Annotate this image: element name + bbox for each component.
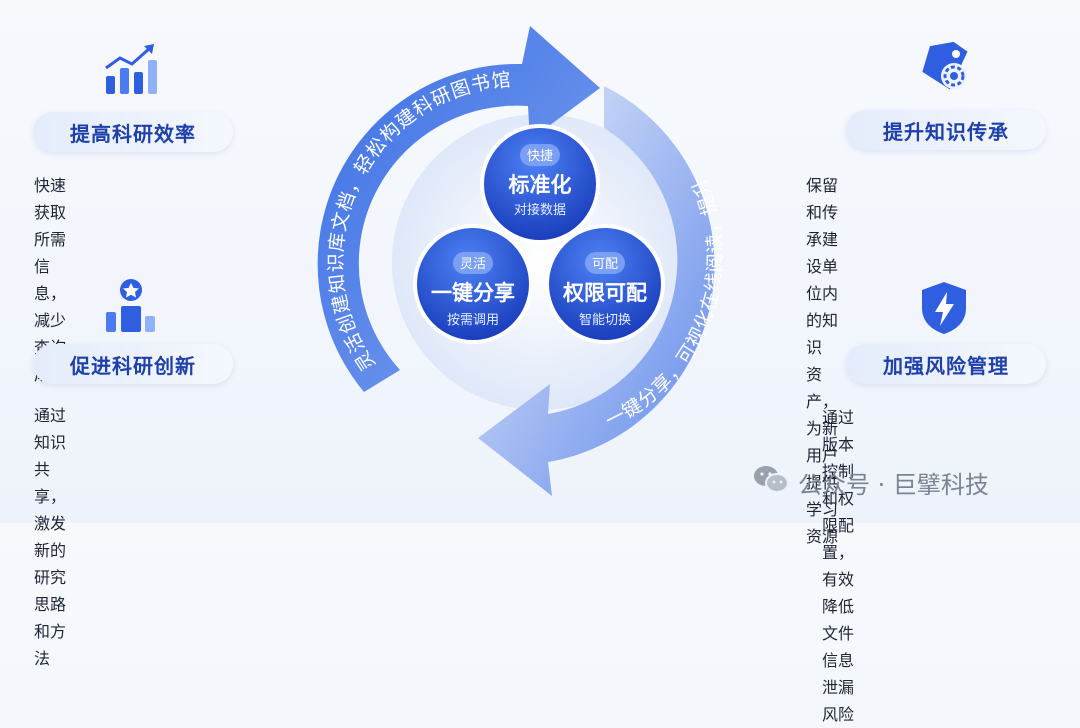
circle-permission: 可配 权限可配 智能切换 (545, 224, 665, 344)
circle-title: 权限可配 (562, 281, 647, 305)
star-podium-icon (103, 278, 163, 334)
circle-title: 一键分享 (431, 281, 515, 305)
feature-title: 提升知识传承 (846, 110, 1046, 150)
shield-lightning-icon (916, 280, 976, 336)
arc-arrow-left (317, 26, 600, 392)
circle-title: 标准化 (509, 173, 572, 197)
feature-title: 加强风险管理 (846, 344, 1046, 384)
watermark-text: 公众号 · 巨擘科技 (798, 470, 989, 499)
watermark: 公众号 · 巨擘科技 (752, 463, 989, 501)
circle-sub: 按需调用 (447, 313, 499, 328)
circle-standardize: 快捷 标准化 对接数据 (480, 124, 600, 244)
circle-sub: 智能切换 (579, 313, 631, 328)
feature-title: 促进科研创新 (33, 344, 233, 384)
feature-title: 提高科研效率 (33, 112, 233, 152)
bar-chart-growth-icon (100, 42, 160, 98)
wechat-icon (752, 463, 790, 501)
circle-tag: 可配 (592, 257, 618, 272)
circle-sub: 对接数据 (514, 202, 566, 218)
circle-tag: 灵活 (460, 257, 486, 272)
circle-share: 灵活 一键分享 按需调用 (413, 224, 533, 344)
tag-gear-icon (914, 40, 974, 96)
arc-arrow-right (478, 86, 715, 496)
cycle-diagram: 灵活创建知识库文档，轻松构建科研图书馆 一键分享，可视化在线阅读，提升知识交互 … (317, 26, 715, 496)
circle-tag: 快捷 (527, 149, 553, 164)
